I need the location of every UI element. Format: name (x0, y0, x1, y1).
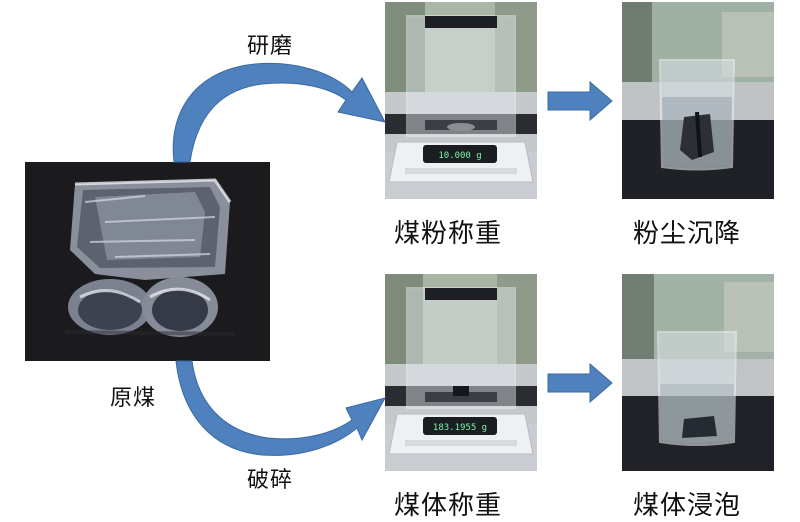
dust-settling-photo (622, 2, 774, 199)
arrow-right-top (547, 80, 613, 122)
balance-display-top: 10.000 g (438, 151, 481, 161)
crushing-arrow (175, 360, 386, 456)
grinding-arrow (172, 62, 386, 163)
raw-coal-label: 原煤 (110, 386, 157, 411)
balance-photo-block: 183.1955 g (385, 274, 537, 471)
balance-photo-powder: 10.000 g (385, 2, 537, 199)
grinding-label: 研磨 (247, 34, 294, 59)
crushing-label: 破碎 (247, 468, 294, 493)
block-soaking-label: 煤体浸泡 (633, 491, 742, 521)
balance-display-bottom: 183.1955 g (433, 423, 487, 433)
powder-weighing-label: 煤粉称重 (394, 219, 503, 249)
block-soaking-photo (622, 274, 774, 471)
dust-settling-label: 粉尘沉降 (633, 219, 742, 249)
arrow-right-bottom (547, 362, 613, 404)
block-weighing-label: 煤体称重 (394, 491, 503, 521)
raw-coal-photo (25, 162, 270, 361)
